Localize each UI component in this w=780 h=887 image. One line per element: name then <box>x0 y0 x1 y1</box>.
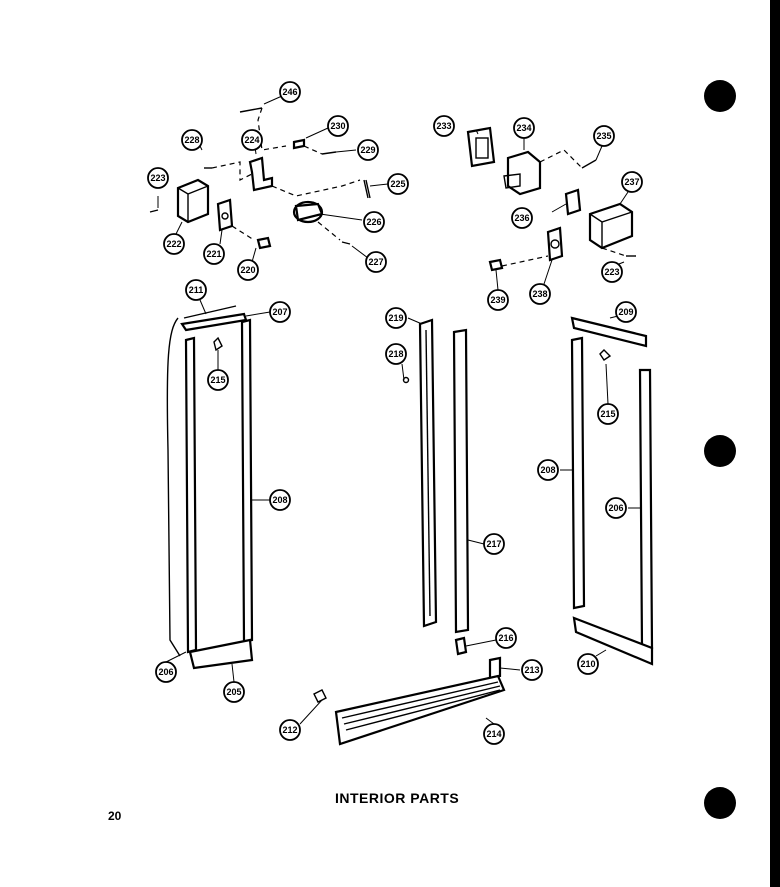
svg-text:237: 237 <box>624 177 639 187</box>
callout-246: 246 <box>279 81 301 103</box>
svg-text:209: 209 <box>618 307 633 317</box>
svg-text:224: 224 <box>244 135 259 145</box>
callout-222: 222 <box>163 233 185 255</box>
svg-text:206: 206 <box>158 667 173 677</box>
callout-227: 227 <box>365 251 387 273</box>
svg-text:216: 216 <box>498 633 513 643</box>
binder-edge <box>770 0 780 887</box>
svg-text:225: 225 <box>390 179 405 189</box>
callout-215-left: 215 <box>207 369 229 391</box>
svg-text:205: 205 <box>226 687 241 697</box>
leader-lines <box>157 95 642 725</box>
callout-236: 236 <box>511 207 533 229</box>
callout-230: 230 <box>327 115 349 137</box>
callout-238: 238 <box>529 283 551 305</box>
svg-text:223: 223 <box>150 173 165 183</box>
callout-228: 228 <box>181 129 203 151</box>
svg-text:212: 212 <box>282 725 297 735</box>
binder-hole-middle <box>704 435 736 467</box>
callout-215-right: 215 <box>597 403 619 425</box>
binder-hole-top <box>704 80 736 112</box>
callout-226: 226 <box>363 211 385 233</box>
callout-216: 216 <box>495 627 517 649</box>
callout-211: 211 <box>185 279 207 301</box>
callout-209: 209 <box>615 301 637 323</box>
callout-207: 207 <box>269 301 291 323</box>
callout-233: 233 <box>433 115 455 137</box>
page-number: 20 <box>108 809 122 823</box>
callout-220: 220 <box>237 259 259 281</box>
svg-text:211: 211 <box>189 285 204 295</box>
svg-text:238: 238 <box>532 289 547 299</box>
diagram-title: INTERIOR PARTS <box>335 790 460 806</box>
svg-text:229: 229 <box>360 145 375 155</box>
svg-text:214: 214 <box>486 729 501 739</box>
right-breaker-frame <box>570 316 654 666</box>
part-callouts: 246 230 228 224 229 223 225 222 221 226 … <box>147 81 643 745</box>
callout-229: 229 <box>357 139 379 161</box>
svg-text:218: 218 <box>388 349 403 359</box>
callout-218: 218 <box>385 343 407 365</box>
callout-213: 213 <box>521 659 543 681</box>
svg-text:246: 246 <box>282 87 297 97</box>
callout-219: 219 <box>385 307 407 329</box>
svg-text:234: 234 <box>516 123 531 133</box>
upper-left-control-assembly <box>149 107 371 250</box>
svg-text:230: 230 <box>330 121 345 131</box>
callout-235: 235 <box>593 125 615 147</box>
callout-206-right: 206 <box>605 497 627 519</box>
svg-text:219: 219 <box>388 313 403 323</box>
svg-text:235: 235 <box>596 131 611 141</box>
callout-212: 212 <box>279 719 301 741</box>
binder-hole-bottom <box>704 787 736 819</box>
callout-223-left: 223 <box>147 167 169 189</box>
svg-text:236: 236 <box>514 213 529 223</box>
svg-text:217: 217 <box>486 539 501 549</box>
callout-223-right: 223 <box>601 261 623 283</box>
svg-text:227: 227 <box>368 257 383 267</box>
callout-210: 210 <box>577 653 599 675</box>
svg-text:215: 215 <box>600 409 615 419</box>
svg-text:208: 208 <box>540 465 555 475</box>
callout-217: 217 <box>483 533 505 555</box>
callout-221: 221 <box>203 243 225 265</box>
svg-text:210: 210 <box>580 659 595 669</box>
callout-208-left: 208 <box>269 489 291 511</box>
svg-text:206: 206 <box>608 503 623 513</box>
svg-text:213: 213 <box>524 665 539 675</box>
svg-text:222: 222 <box>166 239 181 249</box>
svg-text:208: 208 <box>272 495 287 505</box>
svg-text:221: 221 <box>206 249 221 259</box>
callout-224: 224 <box>241 129 263 151</box>
svg-text:228: 228 <box>184 135 199 145</box>
callout-237: 237 <box>621 171 643 193</box>
callout-205: 205 <box>223 681 245 703</box>
svg-text:215: 215 <box>210 375 225 385</box>
svg-text:226: 226 <box>366 217 381 227</box>
svg-text:223: 223 <box>604 267 619 277</box>
callout-225: 225 <box>387 173 409 195</box>
svg-text:239: 239 <box>490 295 505 305</box>
callout-234: 234 <box>513 117 535 139</box>
svg-text:233: 233 <box>436 121 451 131</box>
svg-text:220: 220 <box>240 265 255 275</box>
center-breaker-strips <box>313 318 506 746</box>
callout-208-right: 208 <box>537 459 559 481</box>
callout-239: 239 <box>487 289 509 311</box>
callout-214: 214 <box>483 723 505 745</box>
svg-text:207: 207 <box>272 307 287 317</box>
left-breaker-frame <box>166 305 254 670</box>
callout-206-left: 206 <box>155 661 177 683</box>
upper-right-control-assembly <box>466 126 636 272</box>
